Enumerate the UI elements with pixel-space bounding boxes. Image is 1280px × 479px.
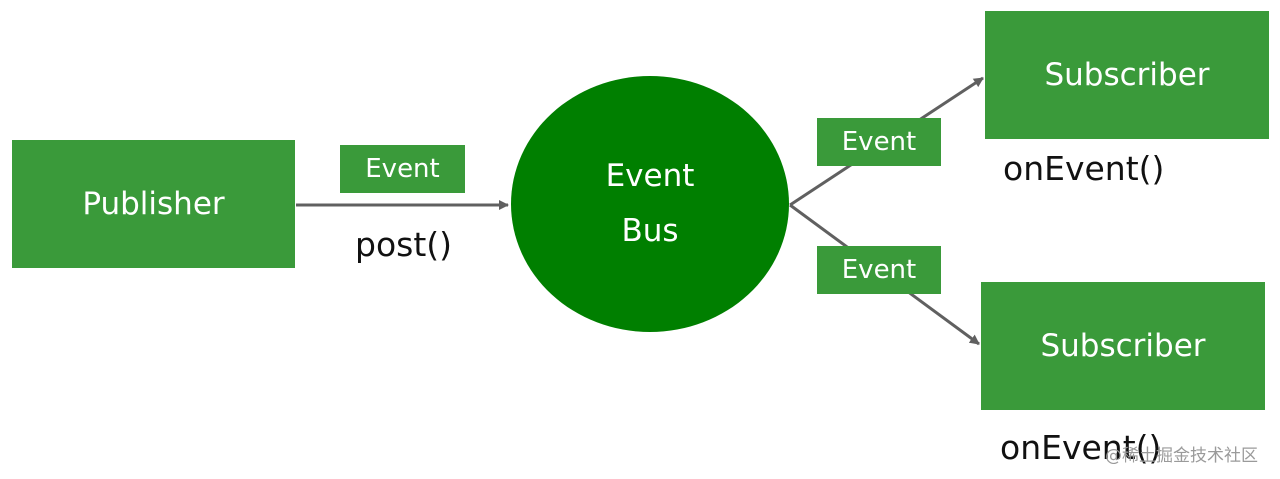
upper-on-event-label: onEvent()	[1003, 149, 1165, 188]
upper-subscriber-label: Subscriber	[1044, 57, 1210, 93]
upper-subscriber-box: Subscriber	[985, 11, 1269, 139]
upper-event-tag: Event	[817, 118, 941, 166]
lower-on-event-label: onEvent()	[1000, 428, 1162, 467]
event-bus-line1: Event	[605, 158, 695, 194]
lower-event-tag: Event	[817, 246, 941, 294]
post-event-label: Event	[365, 154, 440, 184]
event-bus-line2: Bus	[621, 213, 679, 249]
lower-subscriber-label: Subscriber	[1040, 328, 1206, 364]
upper-event-label: Event	[841, 127, 917, 157]
lower-subscriber-box: Subscriber	[981, 282, 1265, 410]
watermark-text: @稀土掘金技术社区	[1105, 446, 1258, 466]
lower-event-label: Event	[841, 255, 917, 285]
post-method-label: post()	[355, 225, 453, 264]
post-event-tag: Event	[340, 145, 465, 193]
publisher-label: Publisher	[82, 186, 225, 222]
publisher-box: Publisher	[12, 140, 295, 268]
event-bus-circle: Event Bus	[511, 76, 789, 332]
